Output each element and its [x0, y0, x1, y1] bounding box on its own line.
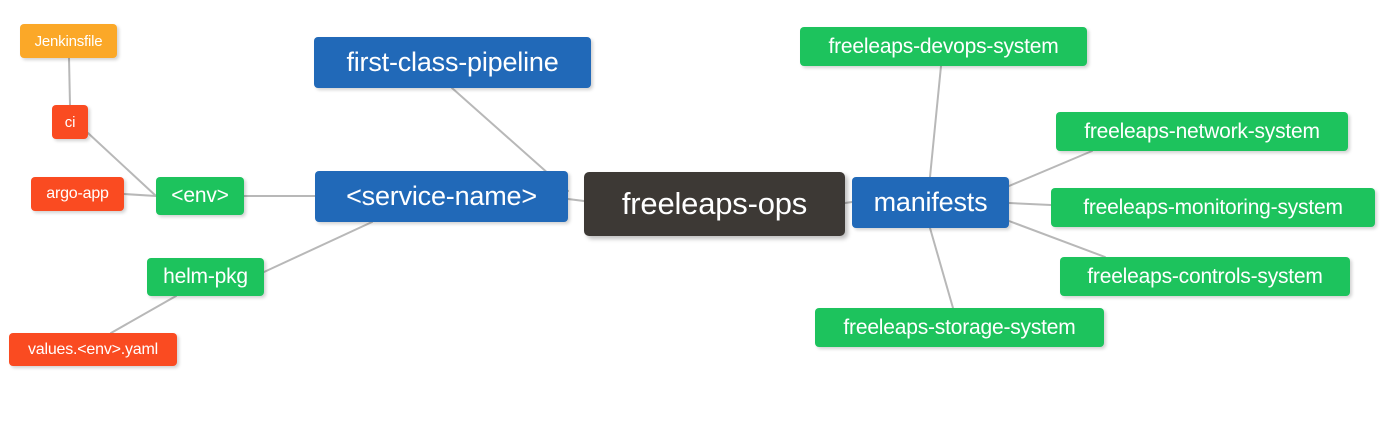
edge-manifests-to-freeleaps-monitoring-system — [1008, 202, 1052, 206]
mindmap-node-env[interactable]: <env> — [156, 177, 244, 215]
mindmap-node-freeleaps-controls-system[interactable]: freeleaps-controls-system — [1060, 257, 1350, 296]
edge-service-name-to-freeleaps-ops — [567, 198, 585, 202]
edge-manifests-to-freeleaps-storage-system — [929, 227, 954, 309]
edge-manifests-to-freeleaps-network-system — [1008, 150, 1093, 187]
mindmap-node-ci[interactable]: ci — [52, 105, 88, 139]
edge-jenkinsfile-to-ci — [68, 57, 71, 106]
mindmap-node-helm-pkg[interactable]: helm-pkg — [147, 258, 264, 296]
mindmap-node-freeleaps-ops[interactable]: freeleaps-ops — [584, 172, 845, 236]
mindmap-node-freeleaps-devops-system[interactable]: freeleaps-devops-system — [800, 27, 1087, 66]
edge-argo-app-to-env — [123, 193, 157, 197]
mindmap-node-freeleaps-monitoring-system[interactable]: freeleaps-monitoring-system — [1051, 188, 1375, 227]
edge-manifests-to-freeleaps-devops-system — [929, 65, 942, 178]
mindmap-node-argo-app[interactable]: argo-app — [31, 177, 124, 211]
edge-service-name-to-helm-pkg — [263, 221, 373, 273]
mindmap-node-service-name[interactable]: <service-name> — [315, 171, 568, 222]
mindmap-node-freeleaps-storage-system[interactable]: freeleaps-storage-system — [815, 308, 1104, 347]
mindmap-node-jenkinsfile[interactable]: Jenkinsfile — [20, 24, 117, 58]
edge-freeleaps-ops-to-manifests — [844, 201, 853, 204]
mindmap-node-first-class-pipeline[interactable]: first-class-pipeline — [314, 37, 591, 88]
edge-helm-pkg-to-values-yaml — [110, 295, 177, 334]
mindmap-node-values-yaml[interactable]: values.<env>.yaml — [9, 333, 177, 366]
mindmap-node-manifests[interactable]: manifests — [852, 177, 1009, 228]
mindmap-node-freeleaps-network-system[interactable]: freeleaps-network-system — [1056, 112, 1348, 151]
